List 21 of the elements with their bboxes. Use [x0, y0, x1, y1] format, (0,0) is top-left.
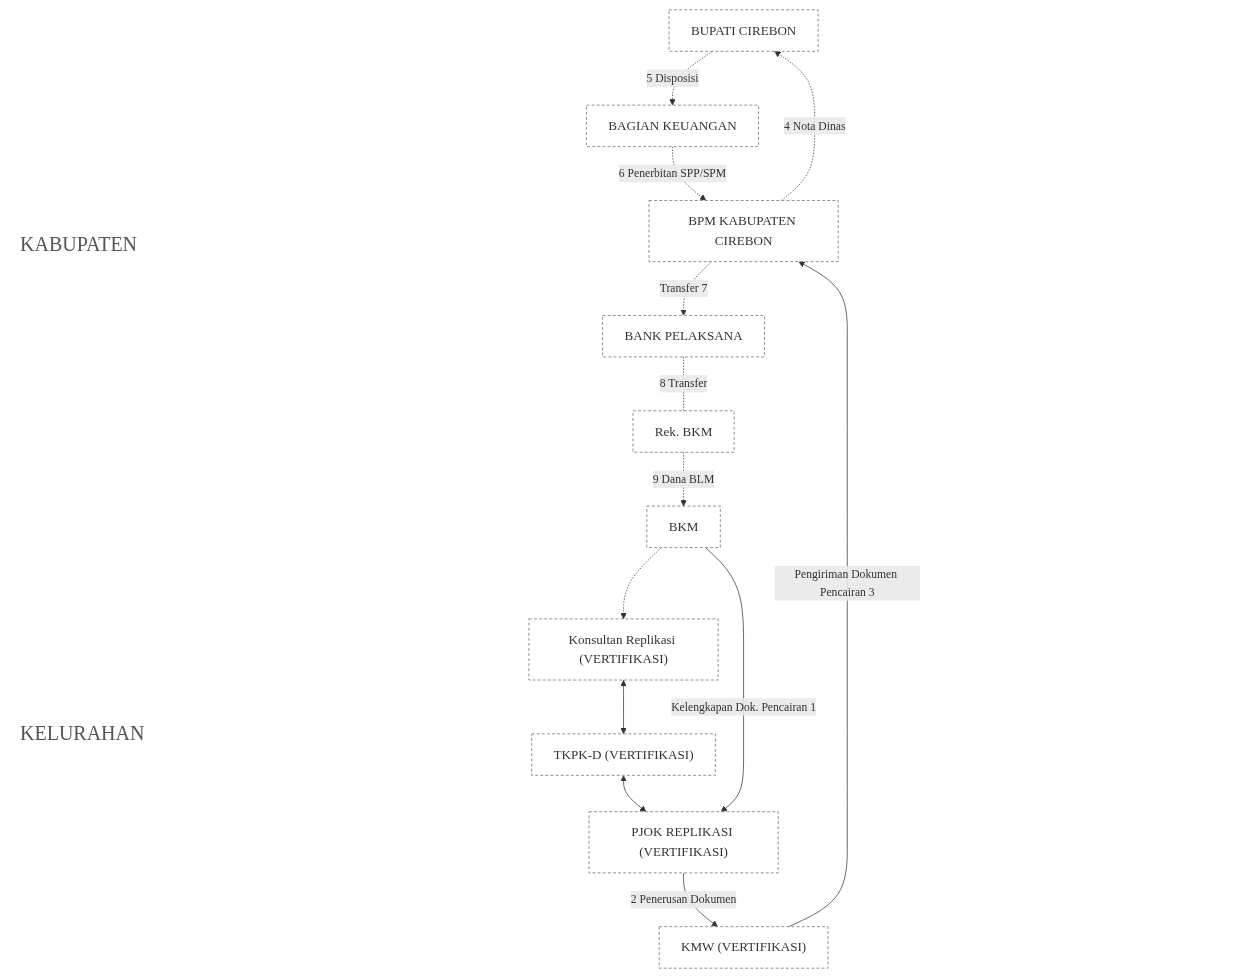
region-label: KABUPATEN — [20, 233, 139, 256]
edge-label: 2 Penerusan Dokumen — [630, 893, 737, 906]
node-box: KMW (VERTIFIKASI) — [658, 926, 829, 969]
node-box: TKPK-D (VERTIFIKASI) — [531, 733, 716, 776]
edge-label: 5 Disposisi — [646, 71, 699, 85]
node-box: PJOK REPLIKASI (VERTIFIKASI) — [588, 811, 779, 874]
node-box: Rek. BKM — [632, 410, 735, 453]
edge-label: 4 Nota Dinas — [784, 119, 846, 132]
node-box: BKM — [646, 505, 721, 548]
edge-label: Transfer 7 — [659, 281, 708, 295]
edge-label: 9 Dana BLM — [652, 472, 715, 485]
region-label: KELURAHAN — [20, 722, 146, 745]
edge-label: Kelengkapan Dok. Pencairan 1 — [671, 700, 817, 713]
edge-label: Pengiriman Dokumen Pencairan 3 — [794, 567, 898, 598]
node-box: BPM KABUPATEN CIREBON — [648, 200, 839, 262]
node-box: BAGIAN KEUANGAN — [586, 104, 759, 147]
node-box: BANK PELAKSANA — [602, 315, 765, 358]
edge-label: 8 Transfer — [659, 377, 708, 390]
edge-label: 6 Penerbitan SPP/SPM — [618, 167, 727, 180]
node-box: Konsultan Replikasi (VERTIFIKASI) — [528, 618, 719, 681]
node-box: BUPATI CIREBON — [668, 9, 819, 52]
